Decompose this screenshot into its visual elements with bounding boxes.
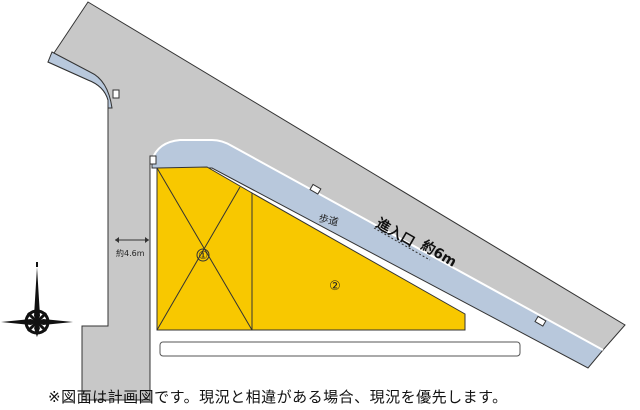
marker	[309, 183, 322, 195]
marker	[534, 315, 547, 327]
marker	[112, 89, 120, 99]
entrance-line	[373, 227, 431, 261]
road-width-label: 約4.6m	[116, 248, 145, 258]
lot-2	[251, 192, 466, 331]
compass-rose-icon	[1, 262, 73, 337]
lot-1-label: ①	[198, 249, 208, 262]
lower-lane	[159, 341, 521, 357]
lot-2-label: ②	[329, 279, 341, 294]
disclaimer-note: ※図面は計画図です。現況と相違がある場合、現況を優先します。	[48, 388, 508, 406]
marker	[149, 155, 157, 165]
sidewalk-upper-left	[47, 51, 113, 109]
lot-1-badge	[196, 248, 210, 262]
curb-line	[151, 139, 604, 351]
